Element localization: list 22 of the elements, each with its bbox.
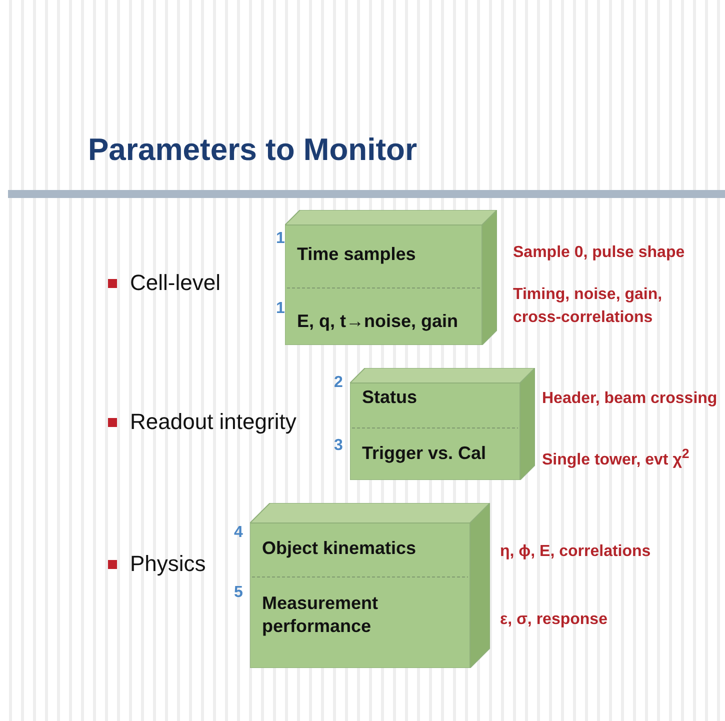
box-text: Time samples — [297, 243, 417, 266]
item-number: 5 — [234, 584, 243, 602]
item-number: 3 — [334, 437, 343, 455]
slide-title: Parameters to Monitor — [88, 132, 418, 168]
description-text: Single tower, evt χ$^{2}$ — [542, 445, 690, 470]
description-text: ε, σ, response — [500, 610, 608, 630]
bullet-text: Physics — [130, 551, 206, 577]
item-number: 2 — [334, 374, 343, 392]
box-text: Object kinematics — [262, 537, 418, 560]
box-text: Status — [362, 386, 418, 409]
box-text: E, q, t→noise, gain — [297, 310, 460, 333]
box-text: Measurement performance — [262, 592, 380, 638]
description-text: Header, beam crossing — [542, 389, 718, 409]
description-text: Timing, noise, gain, cross-correlations — [513, 285, 664, 328]
item-number: 4 — [234, 524, 243, 542]
description-text: Sample 0, pulse shape — [513, 243, 686, 263]
bullet-text: Readout integrity — [130, 409, 296, 435]
item-number: 1 — [276, 300, 285, 318]
bullet-text: Cell-level — [130, 270, 220, 296]
description-text: η, ϕ, E, correlations — [500, 542, 652, 562]
box-text: Trigger vs. Cal — [362, 442, 488, 465]
item-number: 1 — [276, 230, 285, 248]
